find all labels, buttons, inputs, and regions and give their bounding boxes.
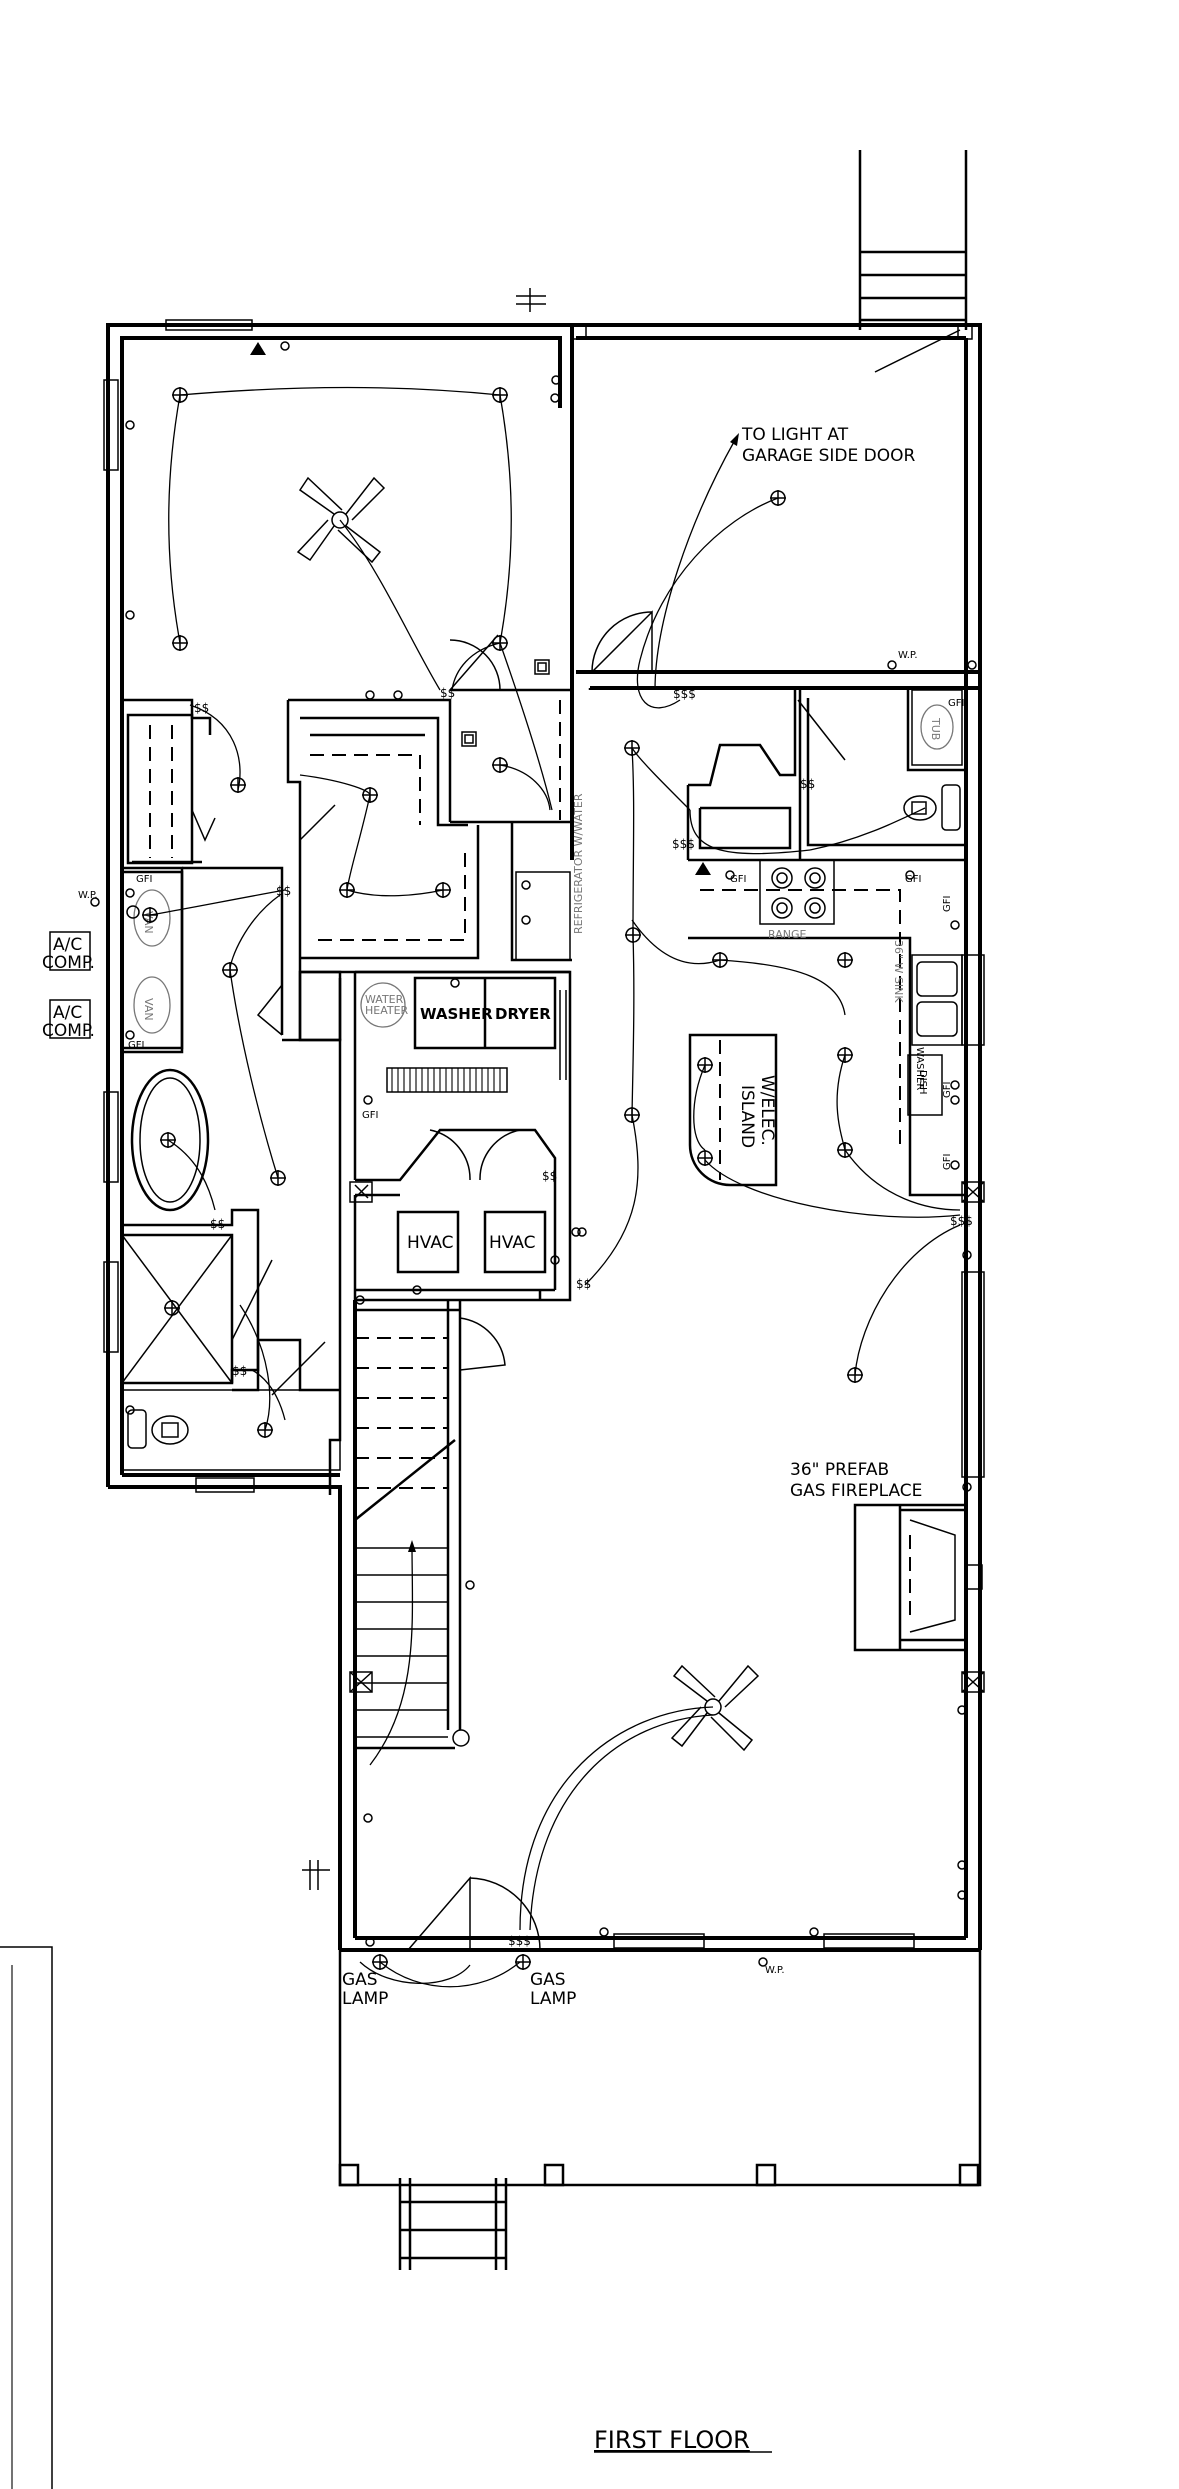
switch-label: $$ [800, 777, 815, 791]
switch-label: $$$ [508, 1934, 531, 1948]
dryer-label: DRYER [495, 1005, 551, 1023]
garage-note-line2: GARAGE SIDE DOOR [742, 446, 915, 466]
wiring [149, 386, 961, 1988]
svg-text:HEATER: HEATER [365, 1004, 409, 1017]
garage-steps [858, 150, 968, 330]
ceiling-fan-icon [296, 476, 386, 564]
washer-label: WASHER [420, 1005, 493, 1023]
gfi-label: GFI [942, 1154, 953, 1170]
garage-note-line1: TO LIGHT AT [741, 425, 849, 445]
island-label-1: ISLAND [737, 1085, 757, 1148]
svg-text:WATER: WATER [365, 993, 404, 1006]
switch-label: $$ [576, 1277, 591, 1291]
front-steps [398, 2178, 508, 2270]
sink-label: 36" W SINK [892, 940, 905, 1003]
gfi-label: GFI [128, 1040, 144, 1051]
gas-lamp-left-line2: LAMP [342, 1989, 388, 2009]
wp-label-left: W.P. [78, 890, 98, 901]
fireplace-label-line2: GAS FIREPLACE [790, 1481, 922, 1501]
range-label: RANGE [768, 928, 806, 941]
refrigerator-label: REFRIGERATOR W/WATER [572, 793, 585, 934]
switch-label: $$$ [673, 687, 696, 701]
switch-label: $$$ [950, 1214, 973, 1228]
gfi-label: GFI [730, 874, 746, 885]
switch-label: $$ [542, 1169, 557, 1183]
switch-outlet-symbols: $$ $$ $$ $$ $$ $$$ $$$ $$ $$$ $$ $$ $$$ [90, 288, 977, 1967]
dishwasher-label-2: WASHER [914, 1047, 925, 1090]
hvac-label-1: HVAC [407, 1233, 454, 1253]
kitchen: RANGE 36" W SINK DISH WASHER ISLAND W/EL… [688, 689, 966, 1197]
gfi-label: GFI [948, 698, 964, 709]
fireplace-label-line1: 36" PREFAB [790, 1460, 889, 1480]
ac-label-1-line2: COMP. [42, 953, 95, 973]
ac-label-1-line1: A/C [53, 935, 82, 955]
svg-text:TUB: TUB [929, 717, 942, 740]
switch-label: $$ [194, 701, 209, 715]
ac-label-2-line2: COMP. [42, 1021, 95, 1041]
switch-label: $$ [232, 1364, 247, 1378]
switch-label: $$ [440, 686, 455, 700]
gfi-label: GFI [942, 896, 953, 912]
switch-label: $$$ [672, 837, 695, 851]
switch-label: $$ [210, 1217, 225, 1231]
drawing-title: FIRST FLOOR [594, 2426, 750, 2454]
ceiling-fan-icon [670, 1664, 760, 1752]
stair [354, 1317, 506, 1766]
hvac-label-2: HVAC [489, 1233, 536, 1253]
svg-text:VAN: VAN [142, 998, 155, 1021]
gfi-label: GFI [362, 1110, 378, 1121]
laundry-fixtures: WASHER DRYER WATER HEATER HVAC HVAC [299, 971, 985, 1693]
gas-lamp-left-line1: GAS [342, 1970, 378, 1990]
light-fixtures [126, 387, 863, 1970]
island-label-2: W/ELEC. [757, 1075, 777, 1146]
gas-lamp-right-line1: GAS [530, 1970, 566, 1990]
gas-lamp-right-line2: LAMP [530, 1989, 576, 2009]
doors [132, 329, 961, 1951]
switch-label: $$ [276, 884, 291, 898]
gfi-label: GFI [136, 874, 152, 885]
dishwasher-label-1: DISH [917, 1070, 928, 1095]
gfi-label: GFI [905, 874, 921, 885]
windows [103, 319, 985, 1949]
master-bath-fixtures: VAN VAN [120, 713, 341, 1471]
gfi-label: GFI [942, 1082, 953, 1098]
fireplace [853, 1503, 983, 1652]
wp-label-porch: W.P. [765, 1965, 785, 1976]
ac-label-2-line1: A/C [53, 1003, 82, 1023]
wp-label-garage: W.P. [898, 650, 918, 661]
